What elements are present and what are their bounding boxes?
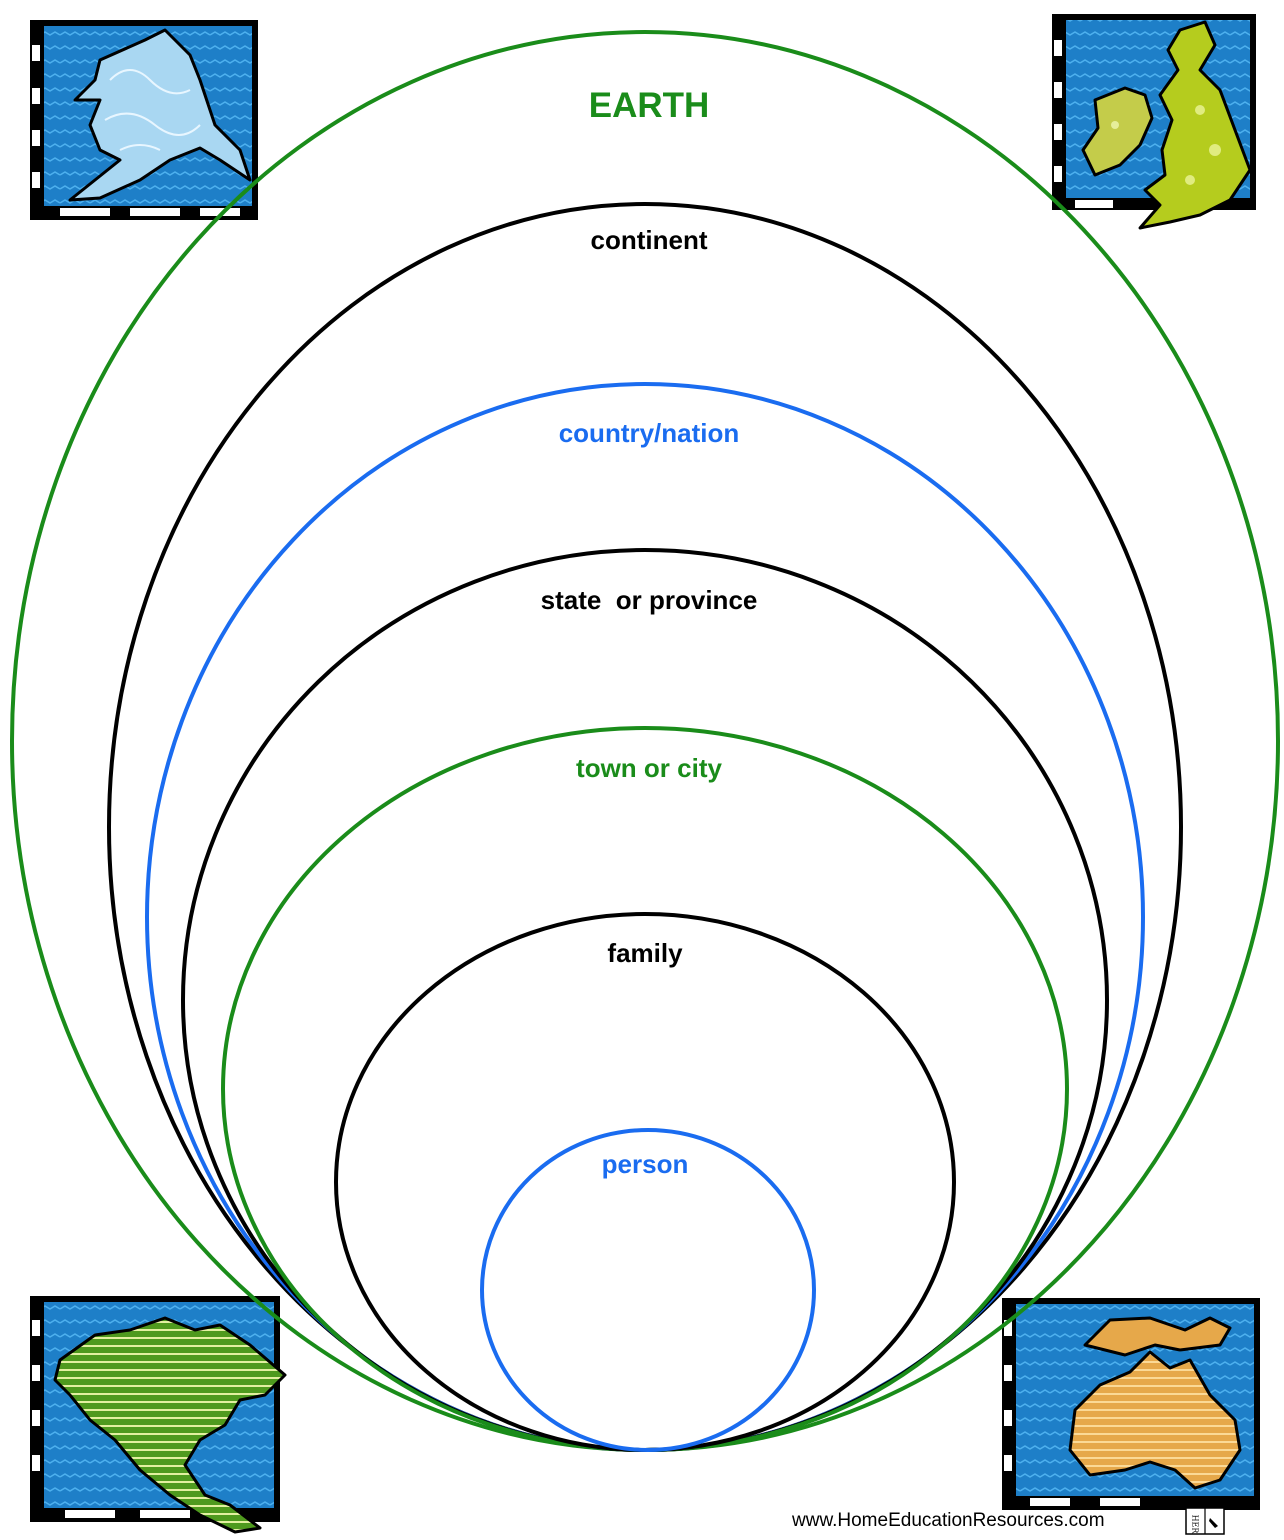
continent-label: continent [591,225,708,255]
home-education-resources-logo-icon: HER [1183,1496,1227,1535]
country-label: country/nation [559,418,740,448]
earth-label: EARTH [589,86,710,125]
state-label: state or province [541,585,758,615]
british-isles-map-icon [1052,14,1256,230]
footer-url: www.HomeEducationResources.com [792,1510,1105,1531]
family-ring [334,912,956,1452]
australia-map-icon [1002,1298,1260,1510]
town-ring [221,726,1069,1452]
state-ring [181,548,1109,1452]
north-america-map-icon [30,1296,287,1534]
family-label: family [607,938,683,968]
town-label: town or city [576,753,722,783]
alaska-map-icon [30,20,258,220]
person-label: person [602,1149,689,1179]
person-ring [480,1128,816,1452]
logo-letters: HER [1191,1515,1200,1535]
